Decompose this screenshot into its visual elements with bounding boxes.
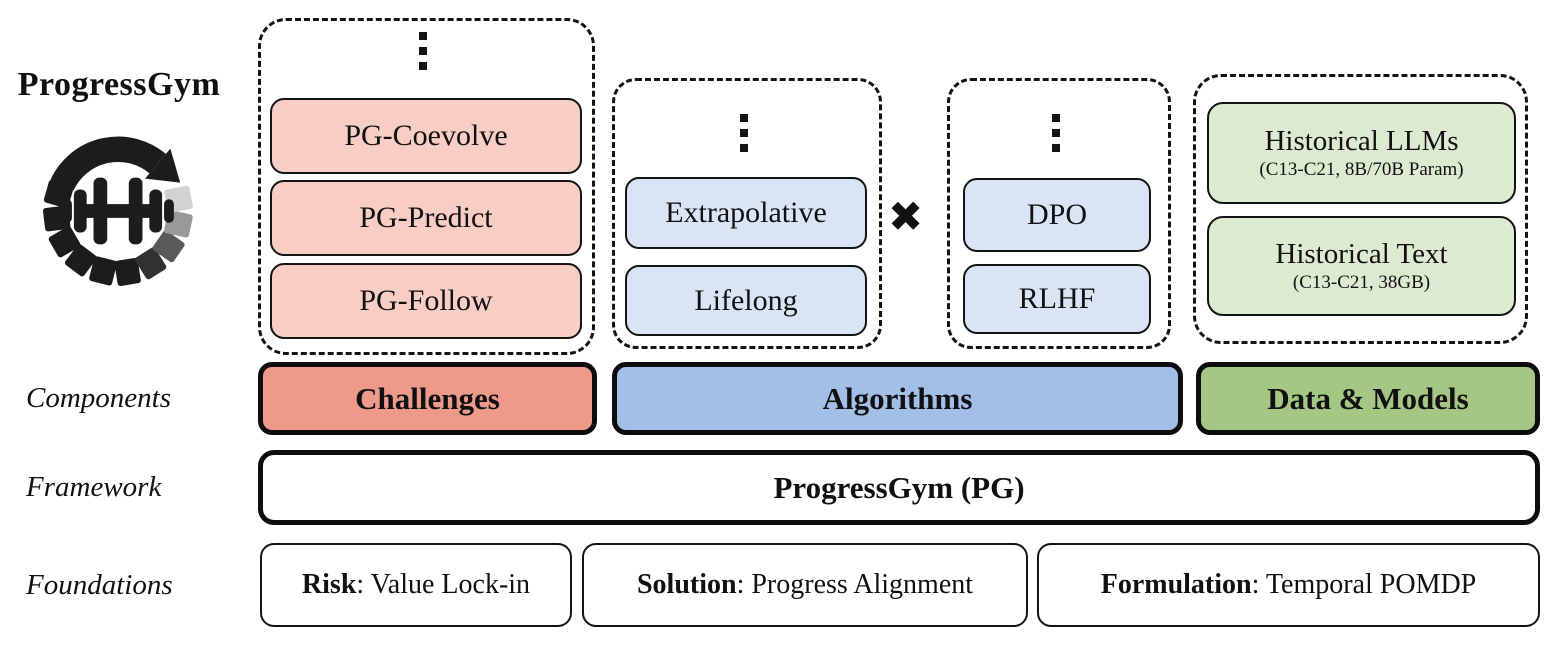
base-label: DPO [1026, 198, 1087, 232]
components-bar-algorithms: Algorithms [612, 362, 1183, 435]
foundation-rest: : Temporal POMDP [1251, 569, 1477, 600]
base-label: RLHF [1018, 282, 1096, 316]
components-bar-data-models: Data & Models [1196, 362, 1540, 435]
challenge-label: PG-Follow [359, 284, 493, 318]
framework-row-label: Framework [26, 471, 162, 503]
framework-bar: ProgressGym (PG) [258, 450, 1540, 525]
framework-bar-label: ProgressGym (PG) [773, 469, 1025, 505]
foundation-term: Solution [636, 569, 737, 600]
foundation-text: Formulation: Temporal POMDP [1101, 569, 1477, 601]
foundation-box-formulation: Formulation: Temporal POMDP [1037, 543, 1540, 627]
data-box-title: Historical Text [1275, 237, 1448, 270]
paradigm-label: Lifelong [694, 283, 798, 317]
data-box-historical-text: Historical Text (C13-C21, 38GB) [1207, 216, 1516, 316]
base-box-dpo: DPO [963, 178, 1151, 252]
challenge-box-pg-follow: PG-Follow [270, 263, 582, 339]
foundation-text: Solution: Progress Alignment [637, 569, 973, 601]
vertical-ellipsis-icon [1052, 114, 1060, 152]
circular-arrow-dumbbell-icon [42, 136, 193, 286]
cross-product-icon: ✖ [888, 192, 924, 241]
vertical-ellipsis-icon [419, 32, 427, 70]
paradigm-box-extrapolative: Extrapolative [625, 177, 867, 249]
challenge-box-pg-coevolve: PG-Coevolve [270, 98, 582, 174]
foundation-term: Formulation [1100, 569, 1252, 600]
brand-title: ProgressGym [17, 66, 221, 103]
foundation-box-risk: Risk: Value Lock-in [260, 543, 572, 627]
foundation-rest: : Progress Alignment [736, 569, 974, 600]
paradigm-box-lifelong: Lifelong [625, 265, 867, 336]
paradigm-label: Extrapolative [665, 196, 827, 230]
data-box-subtitle: (C13-C21, 38GB) [1292, 272, 1431, 294]
challenge-label: PG-Coevolve [344, 119, 508, 153]
components-bar-challenges: Challenges [258, 362, 597, 435]
data-box-title: Historical LLMs [1264, 124, 1459, 157]
foundation-box-solution: Solution: Progress Alignment [582, 543, 1028, 627]
challenge-label: PG-Predict [359, 201, 493, 235]
foundation-text: Risk: Value Lock-in [302, 569, 530, 601]
components-row-label: Components [26, 382, 171, 414]
foundations-row-label: Foundations [26, 568, 173, 601]
challenge-box-pg-predict: PG-Predict [270, 180, 582, 256]
components-bar-label: Data & Models [1267, 380, 1469, 416]
foundation-term: Risk [301, 569, 357, 600]
components-bar-label: Challenges [355, 380, 500, 416]
base-box-rlhf: RLHF [963, 264, 1151, 334]
vertical-ellipsis-icon [740, 114, 748, 152]
progressgym-logo-icon [20, 106, 216, 316]
data-box-subtitle: (C13-C21, 8B/70B Param) [1259, 159, 1464, 181]
data-box-historical-llms: Historical LLMs (C13-C21, 8B/70B Param) [1207, 102, 1516, 204]
foundation-rest: : Value Lock-in [356, 569, 531, 600]
components-bar-label: Algorithms [822, 380, 973, 416]
